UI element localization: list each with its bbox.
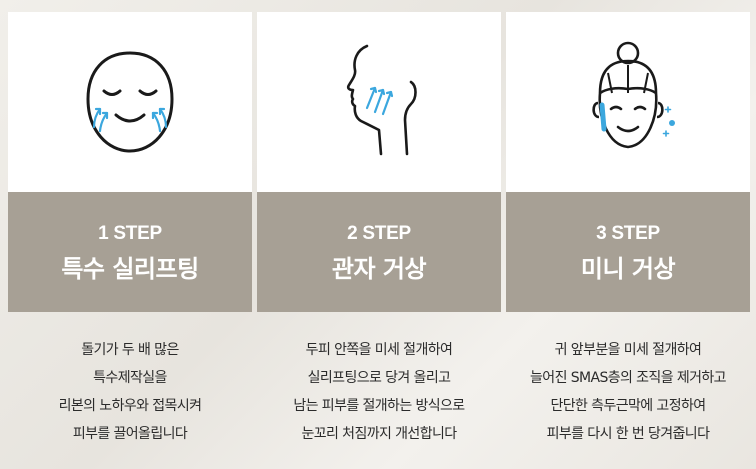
description-line: 특수제작실을 bbox=[93, 370, 167, 386]
step-2-description: 두피 안쪽을 미세 절개하여 실리프팅으로 당겨 올리고 남는 피부를 절개하는… bbox=[257, 336, 501, 448]
description-line: 늘어진 SMAS층의 조직을 제거하고 bbox=[530, 370, 727, 386]
step-1-illustration bbox=[8, 12, 252, 192]
description-line: 단단한 측두근막에 고정하여 bbox=[550, 398, 706, 414]
step-3-label-panel: 3 STEP 미니 거상 bbox=[506, 192, 750, 312]
step-title: 미니 거상 bbox=[580, 254, 676, 283]
woman-face-icon bbox=[592, 41, 675, 149]
smiling-face-icon bbox=[86, 51, 174, 153]
step-card-2: 2 STEP 관자 거상 bbox=[257, 12, 501, 312]
step-1-description: 돌기가 두 배 많은 특수제작실을 리본의 노하우와 접목시켜 피부를 끌어올립… bbox=[8, 336, 252, 448]
description-line: 리본의 노하우와 접목시켜 bbox=[58, 398, 202, 414]
step-title: 특수 실리프팅 bbox=[61, 254, 199, 283]
step-1-label-panel: 1 STEP 특수 실리프팅 bbox=[8, 192, 252, 312]
step-card-3: 3 STEP 미니 거상 bbox=[506, 12, 750, 312]
description-line: 눈꼬리 처짐까지 개선합니다 bbox=[301, 426, 457, 442]
description-line: 실리프팅으로 당겨 올리고 bbox=[307, 370, 451, 386]
face-profile-icon bbox=[346, 44, 417, 156]
step-number: 3 STEP bbox=[596, 222, 660, 244]
step-3-illustration bbox=[506, 12, 750, 192]
step-2-illustration bbox=[257, 12, 501, 192]
step-2-label-panel: 2 STEP 관자 거상 bbox=[257, 192, 501, 312]
description-line: 피부를 끌어올립니다 bbox=[72, 426, 188, 442]
step-title: 관자 거상 bbox=[331, 254, 427, 283]
step-number: 2 STEP bbox=[347, 222, 411, 244]
description-line: 돌기가 두 배 많은 bbox=[81, 342, 179, 358]
description-line: 남는 피부를 절개하는 방식으로 bbox=[293, 398, 465, 414]
step-number: 1 STEP bbox=[98, 222, 162, 244]
description-line: 피부를 다시 한 번 당겨줍니다 bbox=[546, 426, 710, 442]
step-card-1: 1 STEP 특수 실리프팅 bbox=[8, 12, 252, 312]
step-3-description: 귀 앞부분을 미세 절개하여 늘어진 SMAS층의 조직을 제거하고 단단한 측… bbox=[506, 336, 750, 448]
description-line: 두피 안쪽을 미세 절개하여 bbox=[305, 342, 453, 358]
description-line: 귀 앞부분을 미세 절개하여 bbox=[554, 342, 702, 358]
